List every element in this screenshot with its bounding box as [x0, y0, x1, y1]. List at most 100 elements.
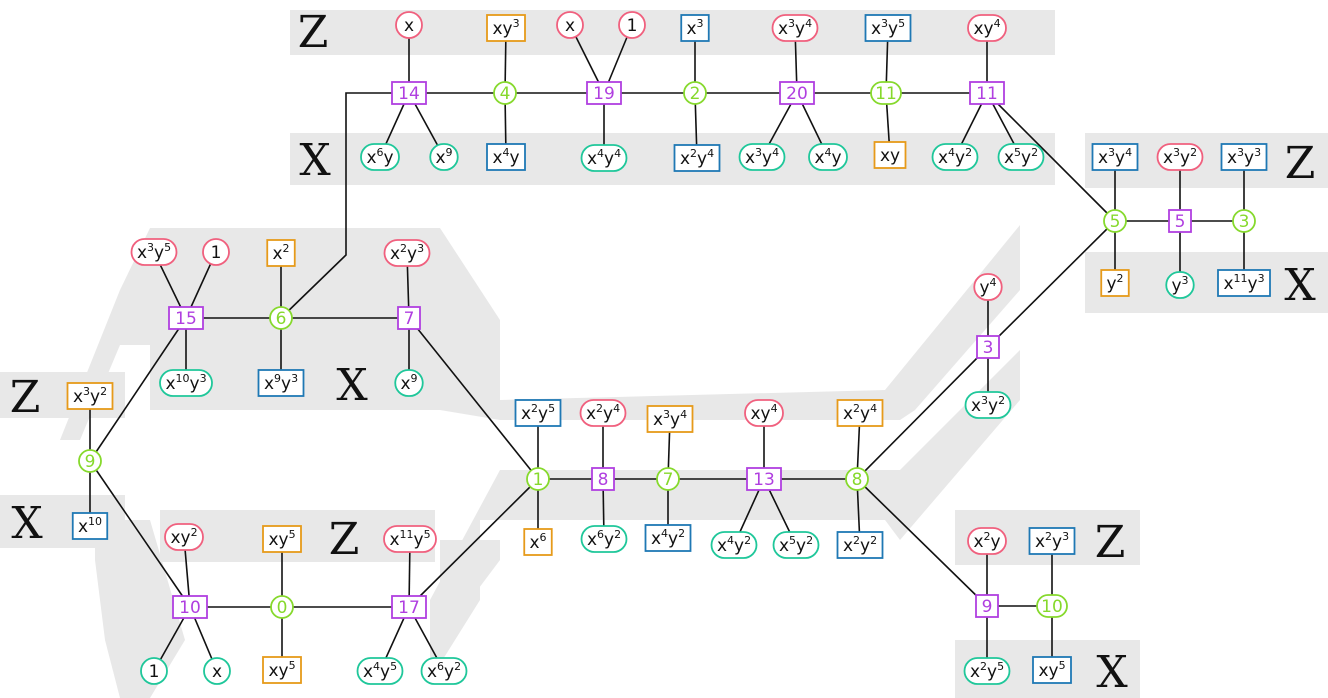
qubit-node-label: 2: [690, 84, 701, 104]
stabilizer-text-t3: x: [565, 16, 575, 36]
check-node-15: 15: [168, 306, 204, 330]
stabilizer-label-t7: x3​y5​: [864, 14, 912, 42]
stabilizer-label-l7: x9​: [394, 369, 424, 397]
stabilizer-text-l7: x9​: [400, 372, 417, 394]
stabilizer-label-l9: x10​: [71, 512, 109, 540]
stabilizer-label-r6: x11​y3​: [1217, 269, 1271, 297]
stabilizer-text-m8: x4​y2​: [651, 527, 685, 549]
stabilizer-text-t17: x4​y2​: [938, 146, 972, 168]
check-node-label: 9: [982, 597, 993, 617]
band-1: [290, 133, 1055, 185]
qubit-node-10: 10: [1036, 594, 1068, 618]
qubit-node-6: 6: [269, 306, 293, 330]
qubit-node-label: 6: [276, 309, 287, 329]
stabilizer-label-t8: xy4​: [967, 14, 1007, 42]
stabilizer-text-t9: x6​y: [366, 146, 393, 168]
check-node-9: 9: [975, 594, 999, 618]
check-node-19: 19: [586, 81, 622, 105]
stabilizer-label-l4: x2​y3​: [383, 239, 431, 267]
band-13: [440, 540, 500, 640]
qubit-node-3: 3: [1232, 209, 1256, 233]
stabilizer-label-m9: x4​y2​: [710, 531, 758, 559]
qubit-node-label: 11: [875, 84, 897, 104]
stabilizer-label-l1: x3​y5​: [130, 238, 178, 266]
stabilizer-label-l8: x3​y2​: [66, 382, 114, 410]
check-node-7: 7: [397, 306, 421, 330]
stabilizer-label-t9: x6​y: [360, 143, 400, 171]
stabilizer-text-t7: x3​y5​: [871, 17, 905, 39]
stabilizer-label-br1: x2​y: [967, 527, 1007, 555]
stabilizer-label-r2: x3​y2​: [1156, 143, 1204, 171]
stabilizer-text-r5: y3​: [1171, 274, 1188, 296]
stabilizer-text-l3: x2​: [272, 242, 289, 264]
check-node-label: 17: [398, 598, 420, 618]
qubit-node-8: 8: [845, 467, 869, 491]
stabilizer-text-m7: x6​y2​: [587, 528, 621, 550]
stabilizer-label-l2: 1: [202, 238, 230, 266]
stabilizer-text-b3: x11​y5​: [389, 528, 430, 550]
stabilizer-label-br4: xy5​: [1032, 656, 1072, 684]
pauli-type-label: Z: [298, 7, 329, 58]
stabilizer-label-t6: x3​y4​: [771, 14, 819, 42]
stabilizer-text-r6: x11​y3​: [1223, 272, 1264, 294]
edge-c8-s9: [856, 478, 988, 607]
stabilizer-label-t14: x3​y4​: [738, 143, 786, 171]
stabilizer-label-br3: x2​y5​: [963, 657, 1011, 685]
check-node-label: 3: [983, 338, 994, 358]
check-node-label: 8: [598, 470, 609, 490]
stabilizer-text-r1: x3​y4​: [1098, 146, 1132, 168]
stabilizer-text-m1: x2​y5​: [521, 402, 555, 424]
stabilizer-text-br3: x2​y5​: [970, 660, 1004, 682]
stabilizer-text-b6: xy5​: [268, 659, 295, 681]
check-node-label: 15: [175, 309, 197, 329]
stabilizer-label-b2: xy5​: [262, 525, 302, 553]
stabilizer-label-b3: x11​y5​: [383, 525, 437, 553]
stabilizer-text-l8: x3​y2​: [73, 385, 107, 407]
check-node-14: 14: [391, 81, 427, 105]
pauli-type-label: X: [299, 135, 331, 186]
qubit-node-9: 9: [78, 449, 102, 473]
check-node-label: 5: [1175, 212, 1186, 232]
stabilizer-text-m11: x2​y2​: [843, 534, 877, 556]
qubit-node-label: 5: [1110, 212, 1121, 232]
stabilizer-text-m12: y4​: [979, 276, 996, 298]
stabilizer-text-t5: x3​: [686, 17, 703, 39]
stabilizer-label-m5: x2​y4​: [836, 399, 884, 427]
stabilizer-text-br2: x2​y3​: [1035, 530, 1069, 552]
stabilizer-label-m6: x6​: [523, 528, 553, 556]
edge-s14-c6: [280, 92, 393, 319]
qubit-node-label: 0: [277, 598, 288, 618]
stabilizer-text-r3: x3​y3​: [1227, 146, 1261, 168]
stabilizer-label-m4: xy4​: [744, 399, 784, 427]
stabilizer-text-l2: 1: [211, 243, 222, 263]
qubit-node-label: 10: [1041, 597, 1063, 617]
stabilizer-text-br1: x2​y: [973, 530, 1000, 552]
stabilizer-text-t4: 1: [627, 16, 638, 36]
stabilizer-text-t18: x5​y2​: [1004, 146, 1038, 168]
qubit-node-label: 3: [1239, 212, 1250, 232]
stabilizer-label-m8: x4​y2​: [644, 524, 692, 552]
band-12: [430, 350, 1020, 680]
stabilizer-text-l4: x2​y3​: [390, 242, 424, 264]
check-node-label: 14: [398, 84, 420, 104]
check-node-10: 10: [172, 595, 208, 619]
stabilizer-label-r4: y2​: [1100, 269, 1130, 297]
stabilizer-text-b8: x6​y2​: [427, 660, 461, 682]
check-node-13: 13: [746, 467, 782, 491]
stabilizer-label-l6: x9​y3​: [257, 369, 305, 397]
stabilizer-label-t2: xy3​: [486, 14, 526, 42]
stabilizer-text-m4: xy4​: [750, 402, 777, 424]
stabilizer-text-l6: x9​y3​: [264, 372, 298, 394]
qubit-node-2: 2: [683, 81, 707, 105]
stabilizer-label-t12: x4​y4​: [580, 144, 628, 172]
stabilizer-label-m11: x2​y2​: [836, 531, 884, 559]
pauli-type-label: X: [1096, 647, 1128, 698]
stabilizer-text-b2: xy5​: [268, 528, 295, 550]
band-0: [290, 10, 1055, 55]
stabilizer-text-r2: x3​y2​: [1163, 146, 1197, 168]
stabilizer-text-t15: x4​y: [814, 146, 841, 168]
check-node-11: 11: [969, 81, 1005, 105]
stabilizer-text-t6: x3​y4​: [778, 17, 812, 39]
